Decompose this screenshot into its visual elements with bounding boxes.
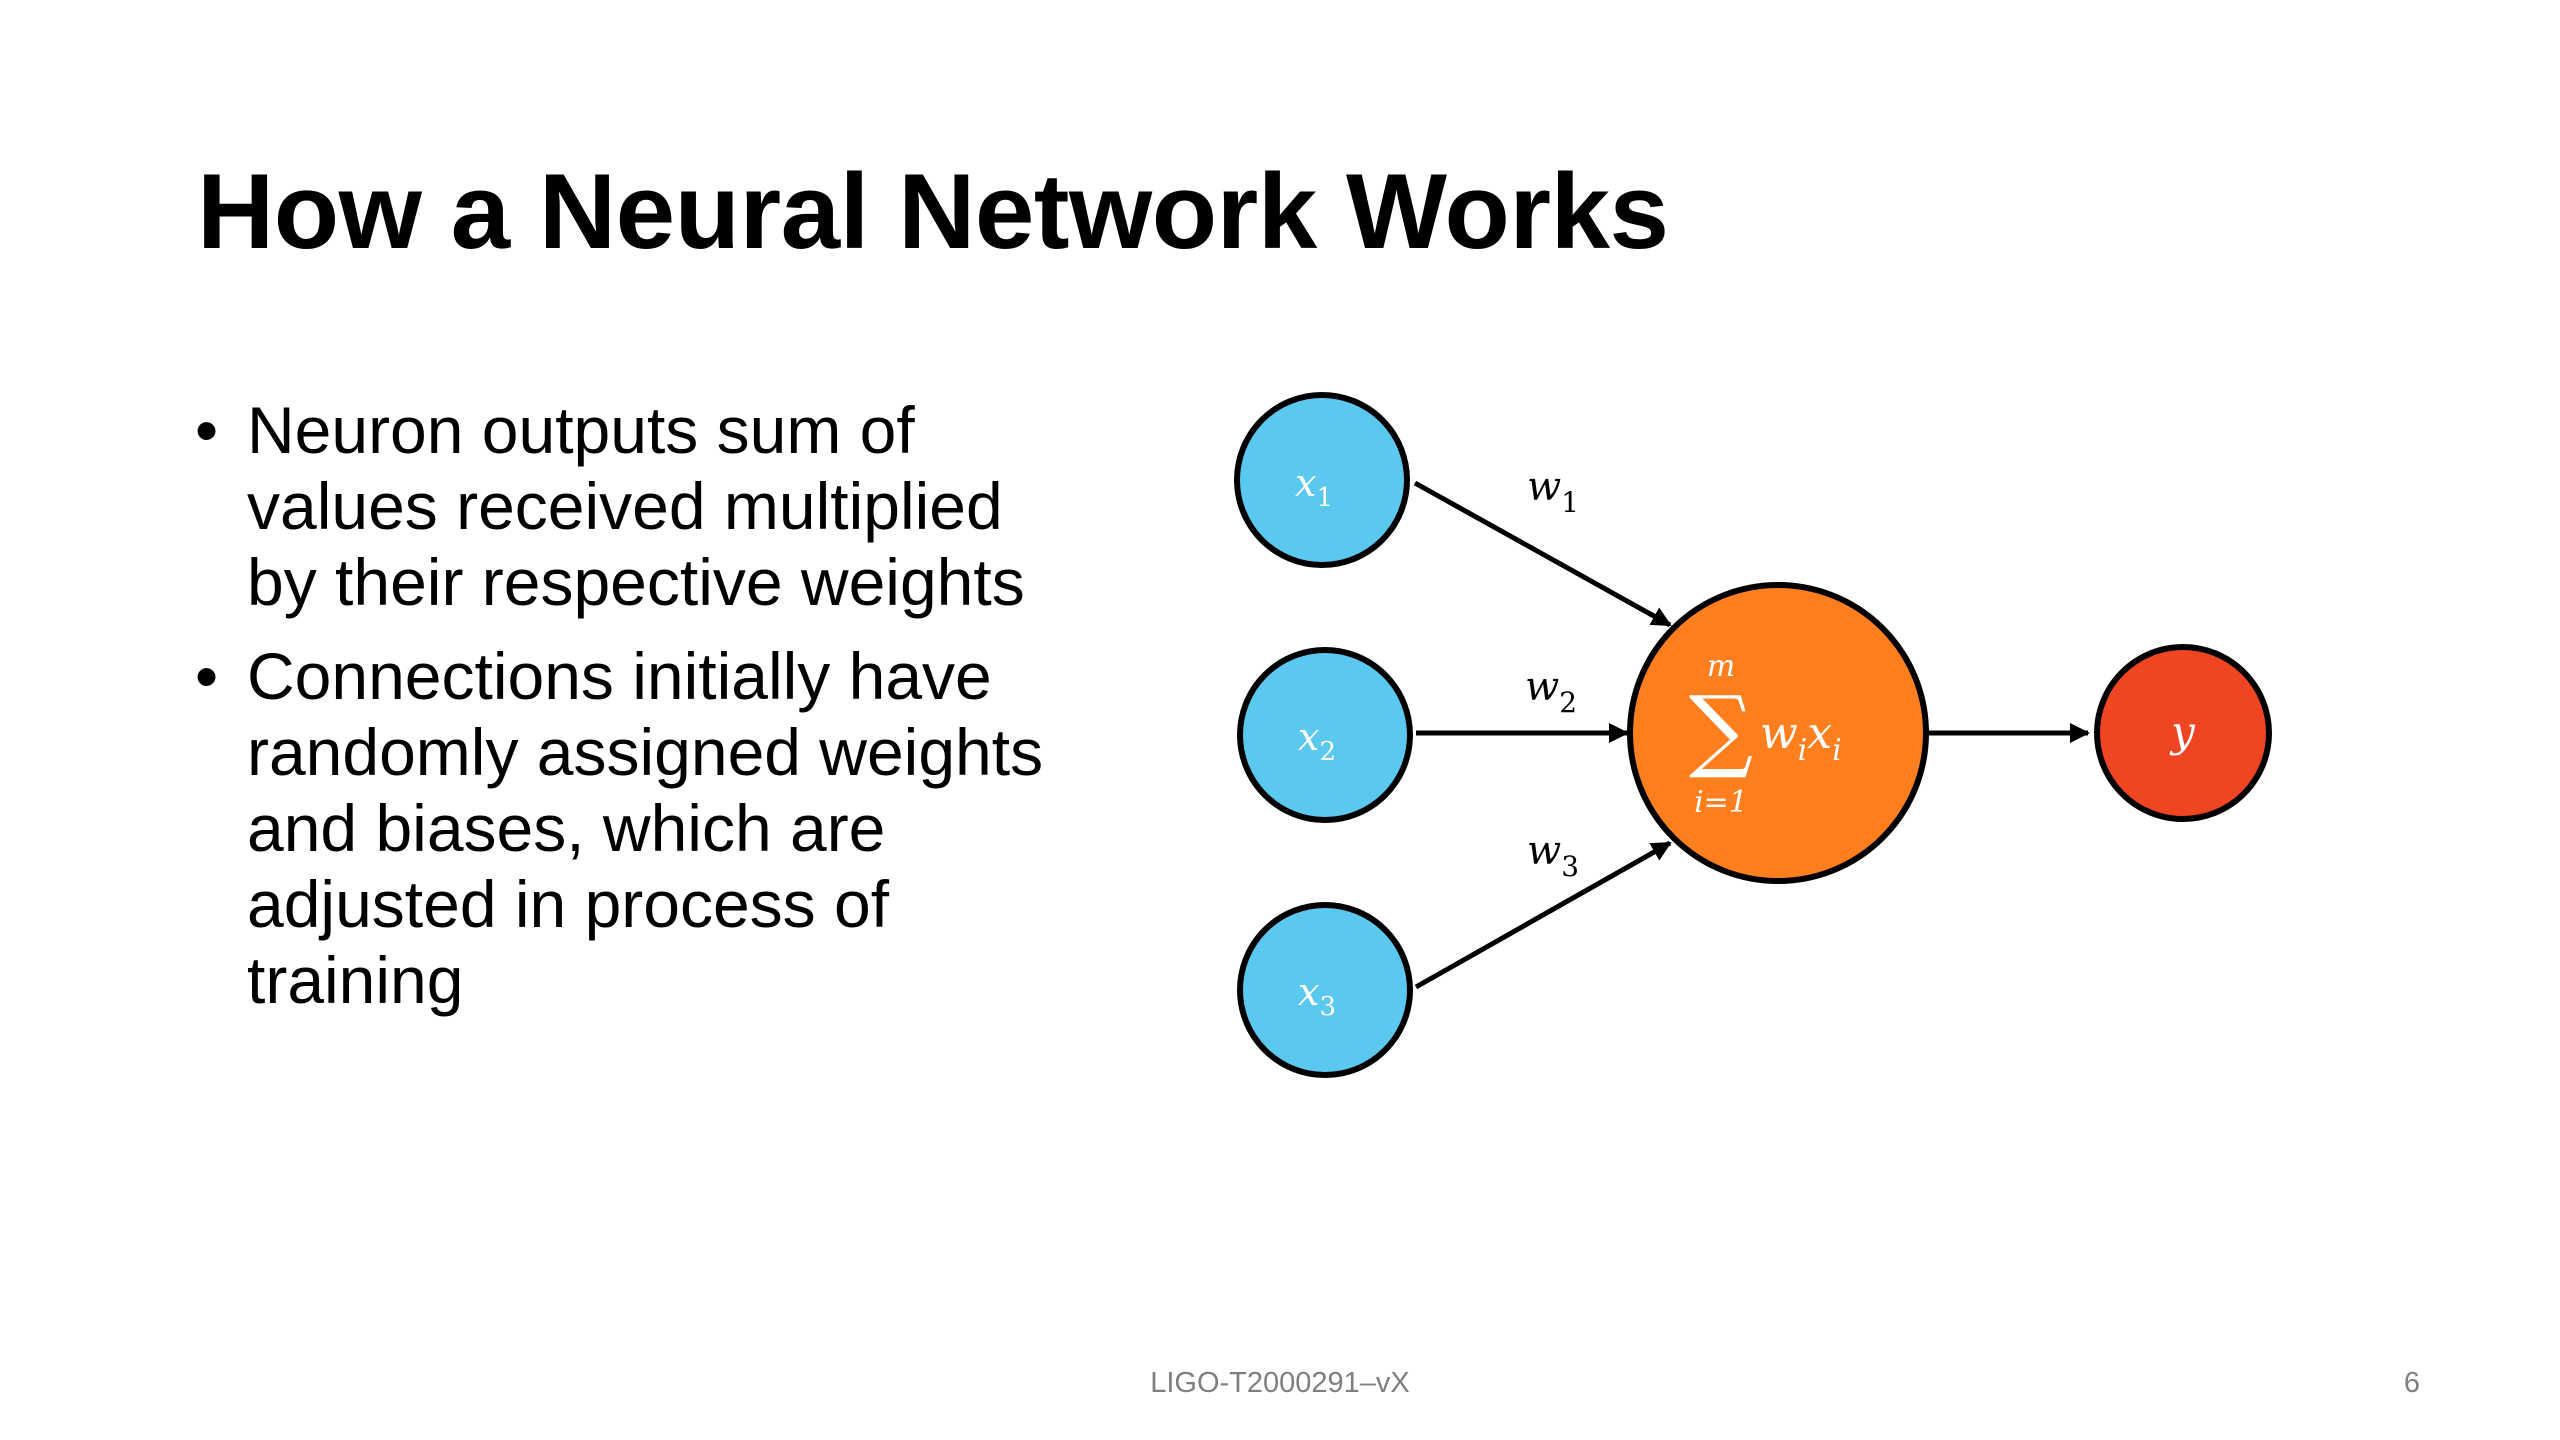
bullet-item: • Connections initially have randomly as… bbox=[195, 638, 1075, 1018]
connection-arrow-3 bbox=[1414, 840, 1672, 990]
footer-document-id: LIGO-T2000291–vX bbox=[1150, 1367, 1410, 1399]
summation-node: m ∑ i=1 wixi bbox=[1627, 582, 1929, 884]
input-node-1: x1 bbox=[1234, 392, 1410, 568]
slide-title: How a Neural Network Works bbox=[197, 151, 1669, 271]
bullet-text: Neuron outputs sum of values received mu… bbox=[247, 393, 1025, 619]
bullet-item: • Neuron outputs sum of values received … bbox=[195, 392, 1075, 620]
svg-text:x1: x1 bbox=[1295, 461, 1333, 513]
footer-page-number: 6 bbox=[2403, 1367, 2420, 1399]
weight-label-1: w1 bbox=[1527, 464, 1579, 519]
input-node-3: x3 bbox=[1237, 902, 1413, 1078]
sum-upper-limit: m bbox=[1707, 649, 1735, 684]
sigma-symbol: ∑ bbox=[1689, 677, 1753, 782]
weighted-sum-term: wixi bbox=[1760, 708, 1842, 768]
input-node-2: x2 bbox=[1237, 647, 1413, 823]
sum-lower-limit: i=1 bbox=[1694, 785, 1748, 820]
weight-label-2: w2 bbox=[1525, 664, 1577, 719]
weight-label-3: w3 bbox=[1527, 828, 1579, 883]
svg-text:x2: x2 bbox=[1298, 715, 1336, 767]
bullet-list: • Neuron outputs sum of values received … bbox=[195, 392, 1075, 1036]
bullet-marker: • bbox=[195, 639, 219, 713]
bullet-marker: • bbox=[195, 393, 219, 467]
connection-arrow-1 bbox=[1413, 480, 1672, 628]
svg-text:y: y bbox=[2169, 707, 2196, 756]
bullet-text: Connections initially have randomly assi… bbox=[247, 639, 1044, 1017]
svg-text:x3: x3 bbox=[1298, 970, 1336, 1022]
output-node: y bbox=[2094, 644, 2272, 822]
